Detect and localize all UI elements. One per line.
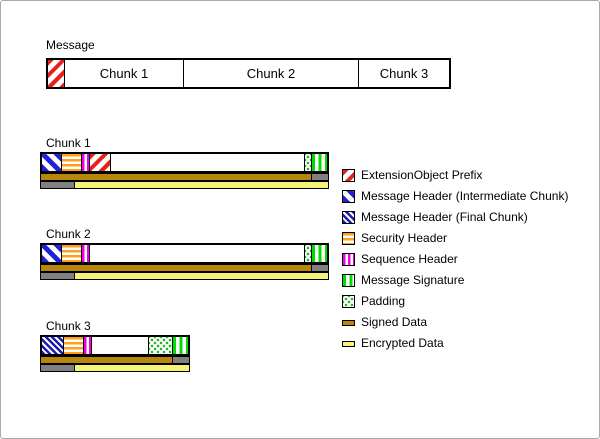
signed-not-covered [311, 265, 328, 271]
chunk-bar [40, 152, 329, 173]
message-chunk1-cell: Chunk 1 [64, 60, 183, 87]
signed-not-covered [172, 357, 189, 363]
legend-label: Padding [361, 294, 406, 308]
chunk-bar [40, 335, 190, 356]
segment-msg-signature [312, 245, 327, 262]
legend-label: Message Header (Intermediate Chunk) [361, 189, 569, 203]
chunk3-title: Chunk 3 [46, 319, 91, 333]
encrypted-data-row [40, 364, 190, 372]
padding-swatch-icon [342, 295, 355, 308]
signed-data-row [40, 356, 190, 364]
segment-msg-header-intermediate [42, 154, 62, 171]
legend-item-sequence-header: Sequence Header [342, 253, 568, 266]
encrypted-covered [74, 273, 328, 279]
msg-header-final-swatch-icon [342, 211, 355, 224]
chunk3-block: Chunk 3 [40, 320, 190, 372]
segment-padding [305, 245, 312, 262]
legend-item-msg-signature: Message Signature [342, 274, 568, 287]
segment-msg-header-intermediate [42, 245, 62, 262]
signed-data-swatch-icon [342, 319, 355, 326]
legend-label: Sequence Header [361, 252, 458, 266]
legend-item-ext-prefix: ExtensionObject Prefix [342, 169, 568, 182]
encrypted-data-row [40, 272, 329, 280]
encrypted-covered [74, 182, 328, 188]
legend-item-security-header: Security Header [342, 232, 568, 245]
signed-covered [41, 174, 311, 180]
encrypted-not-covered [41, 365, 74, 371]
encrypted-not-covered [41, 182, 74, 188]
segment-padding [305, 154, 312, 171]
chunk2-block: Chunk 2 [40, 228, 329, 280]
signed-covered [41, 357, 172, 363]
signed-covered [41, 265, 311, 271]
segment-body [111, 154, 305, 171]
segment-sequence-header [82, 154, 90, 171]
chunk2-title: Chunk 2 [46, 227, 91, 241]
message-bar: Chunk 1 Chunk 2 Chunk 3 [46, 58, 451, 89]
segment-sequence-header [84, 337, 92, 354]
encrypted-data-row [40, 181, 329, 189]
segment-security-header [62, 245, 82, 262]
segment-sequence-header [82, 245, 90, 262]
segment-padding [149, 337, 173, 354]
encrypted-not-covered [41, 273, 74, 279]
signed-not-covered [311, 174, 328, 180]
msg-header-intermediate-swatch-icon [342, 190, 355, 203]
legend-item-msg-header-final: Message Header (Final Chunk) [342, 211, 568, 224]
chunk1-block: Chunk 1 [40, 137, 329, 189]
segment-security-header [64, 337, 84, 354]
segment-security-header [62, 154, 82, 171]
encrypted-covered [74, 365, 189, 371]
segment-msg-signature [312, 154, 327, 171]
encrypted-data-swatch-icon [342, 340, 355, 347]
message-chunk2-cell: Chunk 2 [183, 60, 358, 87]
security-header-swatch-icon [342, 232, 355, 245]
legend-item-padding: Padding [342, 295, 568, 308]
ext-prefix-swatch-icon [342, 169, 355, 182]
legend-label: Message Signature [361, 273, 465, 287]
chunk1-title: Chunk 1 [46, 136, 91, 150]
legend-label: Signed Data [361, 315, 428, 329]
segment-msg-header-final [42, 337, 64, 354]
legend-item-signed-data: Signed Data [342, 316, 568, 329]
message-chunk3-cell: Chunk 3 [358, 60, 449, 87]
message-label: Message [46, 38, 95, 52]
legend-label: Encrypted Data [361, 336, 444, 350]
signed-data-row [40, 173, 329, 181]
message-extensionobject-prefix-segment [48, 60, 64, 87]
segment-ext-prefix [90, 154, 111, 171]
legend-label: Security Header [361, 231, 448, 245]
segment-msg-signature [173, 337, 188, 354]
chunk-bar [40, 243, 329, 264]
sequence-header-swatch-icon [342, 253, 355, 266]
legend-label: Message Header (Final Chunk) [361, 210, 528, 224]
legend-label: ExtensionObject Prefix [361, 168, 483, 182]
msg-signature-swatch-icon [342, 274, 355, 287]
legend-item-encrypted-data: Encrypted Data [342, 337, 568, 350]
legend-item-msg-header-intermediate: Message Header (Intermediate Chunk) [342, 190, 568, 203]
segment-body [92, 337, 149, 354]
segment-body [90, 245, 305, 262]
signed-data-row [40, 264, 329, 272]
